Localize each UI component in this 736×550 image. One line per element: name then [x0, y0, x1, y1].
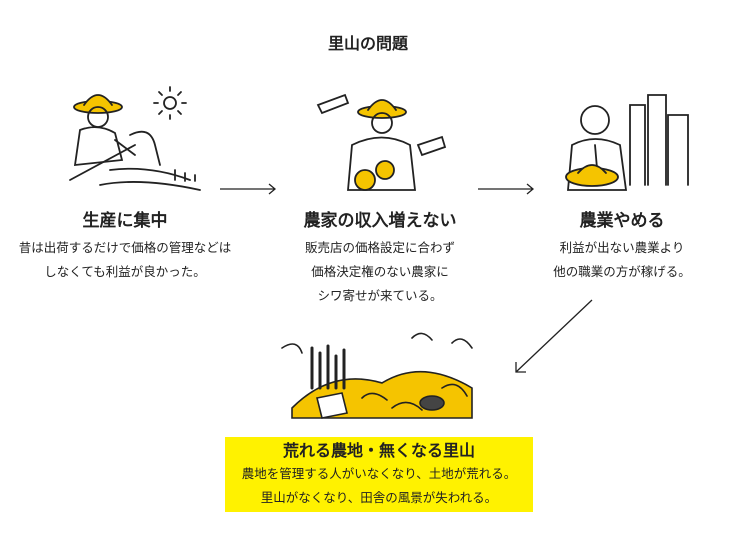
- step-quit-farming: 農業やめる 利益が出ない農業より他の職業の方が稼げる。: [497, 210, 736, 284]
- arrow-right-icon: [220, 183, 277, 195]
- result-line: 里山がなくなり、田舎の風景が失われる。: [260, 490, 498, 505]
- desc-line: 昔は出荷するだけで価格の管理などは: [18, 240, 232, 255]
- step-description: 昔は出荷するだけで価格の管理などはしなくても利益が良かった。: [0, 236, 250, 284]
- step-heading: 生産に集中: [82, 211, 168, 231]
- result-line: 農地を管理する人がいなくなり、土地が荒れる。: [241, 466, 517, 481]
- result-heading: 荒れる農地・無くなる里山: [282, 441, 475, 460]
- desc-line: 利益が出ない農業より: [559, 240, 685, 255]
- step-income-stagnant: 農家の収入増えない 販売店の価格設定に合わず価格決定権のない農家にシワ寄せが来て…: [250, 210, 510, 308]
- desc-line: 販売店の価格設定に合わず: [304, 240, 455, 255]
- farmer-quitting-illustration: [565, 94, 689, 191]
- result-callout: 荒れる農地・無くなる里山 農地を管理する人がいなくなり、土地が荒れる。 里山がな…: [225, 437, 533, 512]
- step-heading: 農家の収入増えない: [303, 211, 457, 231]
- step-description: 利益が出ない農業より他の職業の方が稼げる。: [497, 236, 736, 284]
- desc-line: 他の職業の方が稼げる。: [553, 264, 691, 279]
- desc-line: 価格決定権のない農家に: [311, 264, 449, 279]
- arrow-down-left-icon: [515, 299, 593, 373]
- desc-line: しなくても利益が良かった。: [44, 264, 206, 279]
- step-description: 販売店の価格設定に合わず価格決定権のない農家にシワ寄せが来ている。: [250, 236, 510, 308]
- abandoned-land-illustration: [281, 332, 473, 419]
- farmer-working-illustration: [69, 86, 201, 191]
- arrow-right-icon: [478, 183, 535, 195]
- step-focus-production: 生産に集中 昔は出荷するだけで価格の管理などはしなくても利益が良かった。: [0, 210, 250, 284]
- desc-line: シワ寄せが来ている。: [317, 288, 443, 303]
- page-title: 里山の問題: [327, 34, 408, 53]
- farmer-money-illustration: [316, 93, 447, 191]
- step-heading: 農業やめる: [579, 211, 665, 231]
